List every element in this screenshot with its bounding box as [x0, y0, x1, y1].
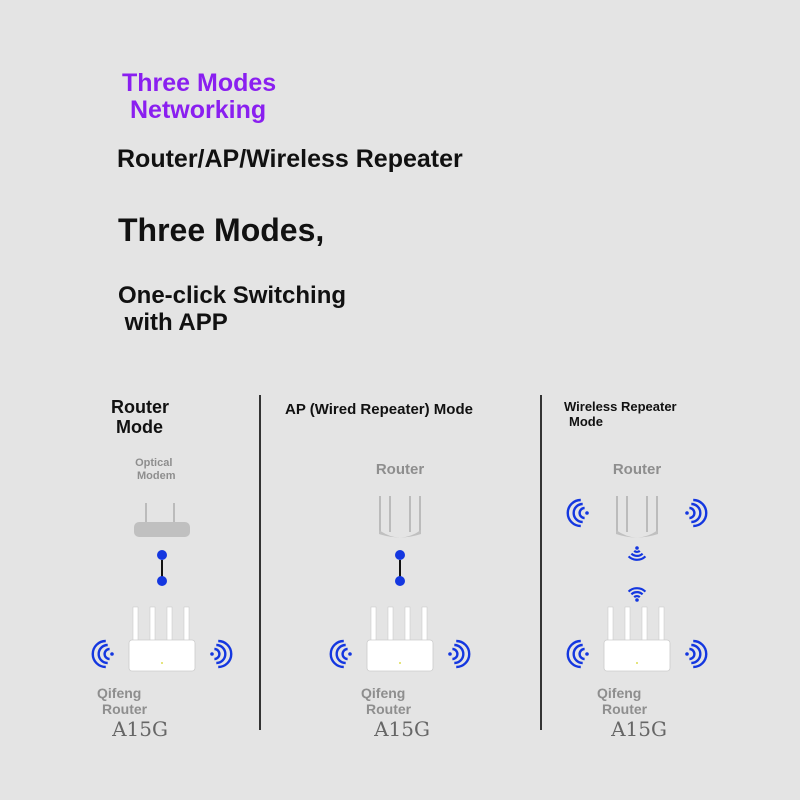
optical-modem-icon	[134, 503, 190, 537]
tagline: One-click Switching with APP	[118, 282, 347, 336]
upstream-router-icon	[616, 496, 658, 538]
headline: Three Modes,	[118, 212, 325, 248]
wifi-signal-icon	[329, 639, 352, 669]
divider	[540, 395, 542, 730]
subtitle: Router/AP/Wireless Repeater	[117, 145, 463, 173]
link-dot	[395, 576, 405, 586]
link-dot	[157, 576, 167, 586]
wifi-signal-icon	[91, 639, 114, 669]
wifi-icon	[627, 546, 647, 561]
wifi-signal-icon	[566, 639, 589, 669]
wifi-signal-icon	[685, 639, 708, 669]
wifi-signal-icon	[210, 639, 233, 669]
wifi-signal-icon	[448, 639, 471, 669]
link-line	[161, 560, 163, 582]
wifi-signal-icon	[685, 498, 708, 528]
link-dot	[395, 550, 405, 560]
panel-title: AP (Wired Repeater) Mode	[285, 401, 473, 418]
link-dot	[157, 550, 167, 560]
divider	[259, 395, 261, 730]
qifeng-router-icon	[128, 606, 196, 672]
link-line	[399, 560, 401, 582]
wifi-signal-icon	[566, 498, 589, 528]
upstream-label: Router	[612, 461, 662, 478]
qifeng-router-icon	[366, 606, 434, 672]
model-label: A15G	[374, 717, 430, 741]
wifi-icon	[627, 587, 647, 602]
model-label: A15G	[112, 717, 168, 741]
model-label: A15G	[611, 717, 667, 741]
upstream-router-icon	[379, 496, 421, 538]
qifeng-router-icon	[603, 606, 671, 672]
upstream-label: Router	[375, 461, 425, 478]
